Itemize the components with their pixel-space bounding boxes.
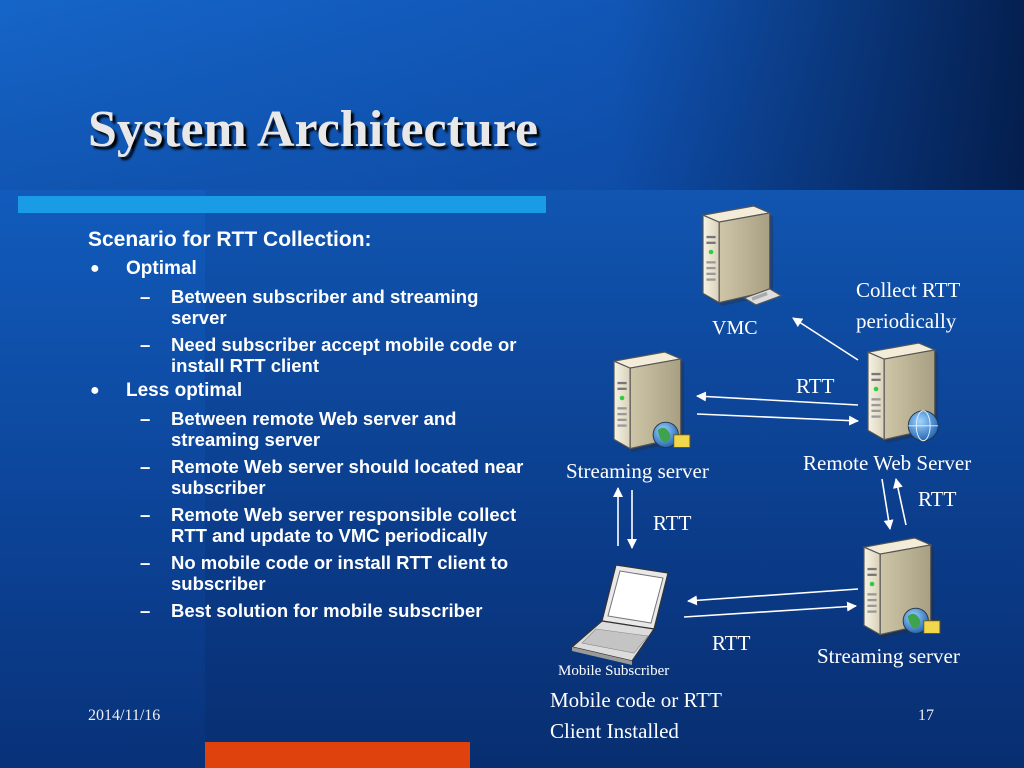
dash-icon: – — [140, 408, 151, 429]
dash-icon: – — [140, 504, 151, 525]
sub-bullet-text: Need subscriber accept mobile code or in… — [171, 334, 517, 376]
dash-icon: – — [140, 286, 151, 307]
rtt-label-top: RTT — [796, 374, 835, 398]
mobile-code-note-line1: Mobile code or RTT — [550, 688, 722, 712]
mobile-subscriber-label: Mobile Subscriber — [558, 663, 669, 679]
bullet-label: Optimal — [126, 258, 197, 279]
remote-web-server-icon — [867, 342, 939, 444]
scenario-heading: Scenario for RTT Collection: — [88, 228, 372, 251]
streaming-server-top-icon — [613, 351, 691, 453]
rtt-label-bottom: RTT — [712, 631, 751, 655]
streaming-server-bottom-label: Streaming server — [817, 644, 960, 668]
background-band — [0, 0, 1024, 190]
architecture-diagram: VMC Collect RTT periodically Streaming s… — [550, 205, 971, 743]
rtt-label-right: RTT — [918, 487, 957, 511]
arrow-remote-to-streaming2 — [881, 478, 894, 530]
remote-web-server-label: Remote Web Server — [803, 451, 971, 475]
sub-bullet-text: Remote Web server responsible collect RT… — [171, 504, 517, 546]
sub-bullet-text: Between subscriber and streaming server — [171, 286, 479, 328]
background-left-column — [0, 190, 205, 768]
sub-bullet: –Need subscriber accept mobile code or i… — [88, 334, 538, 376]
sub-bullet: –Remote Web server responsible collect R… — [88, 504, 538, 546]
dash-icon: – — [140, 552, 151, 573]
sub-bullet: –Between subscriber and streaming server — [88, 286, 538, 328]
arrow-remote-to-vmc — [792, 317, 859, 361]
vmc-server-icon — [702, 205, 783, 307]
bottom-accent-bar — [205, 742, 470, 768]
bullet-content: Scenario for RTT Collection: ●Optimal –B… — [88, 226, 538, 621]
arrow-remote-to-streaming — [696, 391, 859, 406]
sub-bullet-text: Remote Web server should located near su… — [171, 456, 524, 498]
sub-bullet-text: No mobile code or install RTT client to … — [171, 552, 509, 594]
footer-date: 2014/11/16 — [88, 707, 161, 724]
collect-rtt-note-line1: Collect RTT — [856, 278, 960, 302]
bullet-optimal: ● Optimal — [88, 258, 538, 280]
streaming-server-top-label: Streaming server — [566, 459, 709, 483]
footer-page-number: 17 — [918, 707, 934, 724]
mobile-code-note-line2: Client Installed — [550, 719, 679, 743]
mobile-subscriber-laptop-icon — [570, 564, 669, 665]
sub-bullet-text: Between remote Web server and streaming … — [171, 408, 457, 450]
bullet-dot-icon: ● — [90, 382, 100, 399]
dash-icon: – — [140, 600, 151, 621]
streaming-server-bottom-icon — [863, 537, 941, 639]
arrow-streaming-to-remote — [696, 413, 859, 426]
bullet-dot-icon: ● — [90, 260, 100, 277]
collect-rtt-note-line2: periodically — [856, 309, 957, 333]
sub-bullet: –No mobile code or install RTT client to… — [88, 552, 538, 594]
arrow-streaming2-to-laptop — [687, 588, 859, 606]
sub-bullet: –Best solution for mobile subscriber — [88, 600, 538, 621]
arrow-streaming2-to-remote — [893, 478, 907, 526]
dash-icon: – — [140, 334, 151, 355]
bullet-label: Less optimal — [126, 380, 243, 401]
rtt-label-left: RTT — [653, 511, 692, 535]
vmc-label: VMC — [712, 317, 758, 339]
accent-bar — [18, 196, 546, 213]
sub-bullet: –Remote Web server should located near s… — [88, 456, 538, 498]
bullet-less-optimal: ● Less optimal — [88, 380, 538, 402]
sub-bullet: –Between remote Web server and streaming… — [88, 408, 538, 450]
arrow-laptop-to-streaming2 — [683, 601, 857, 618]
dash-icon: – — [140, 456, 151, 477]
slide-title: System Architecture — [88, 101, 539, 158]
sub-bullet-text: Best solution for mobile subscriber — [171, 600, 483, 621]
